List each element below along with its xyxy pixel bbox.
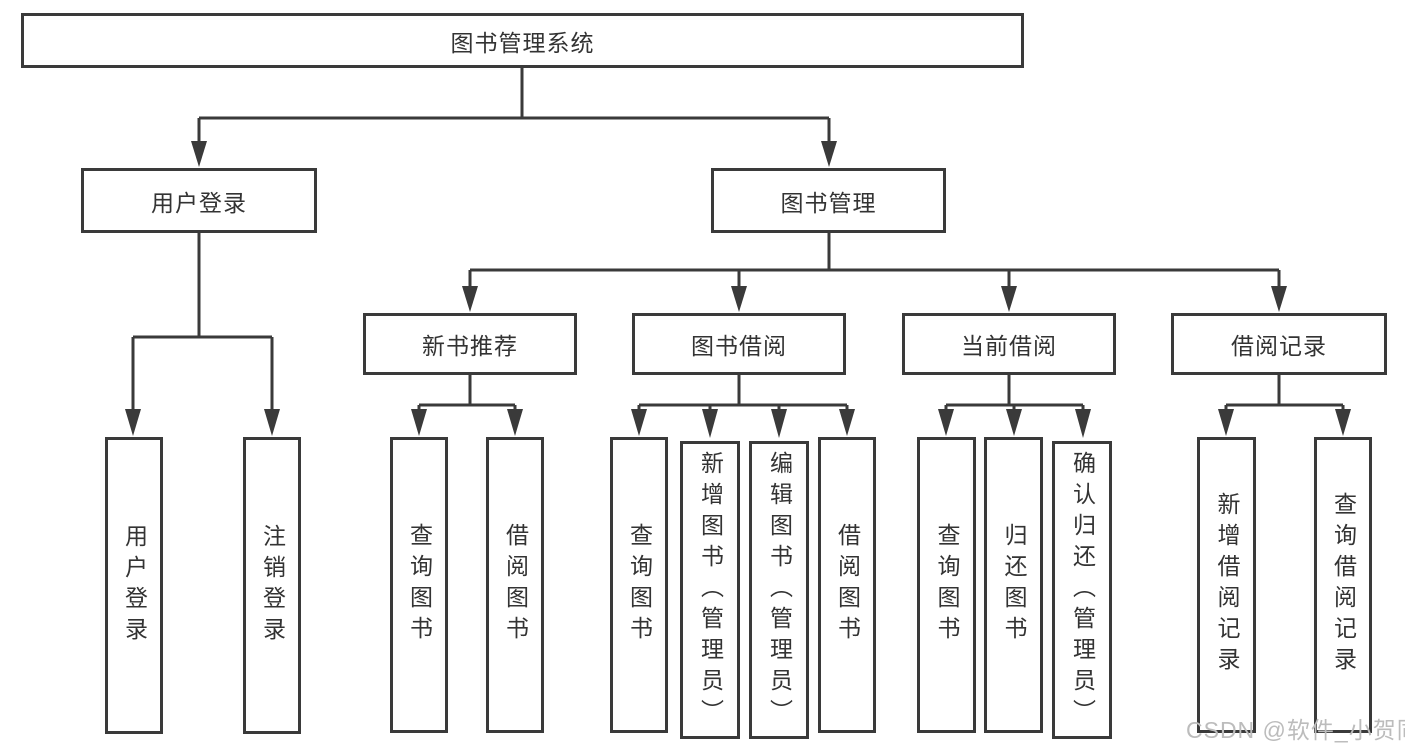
leaf-cb-query-books: 查询图书 — [917, 437, 976, 733]
leaf-rec-query-books-label: 查询图书 — [406, 523, 433, 647]
leaf-cb-confirm-return-admin-label: 确认归还（管理员） — [1069, 450, 1096, 730]
leaf-cb-confirm-return-admin: 确认归还（管理员） — [1052, 441, 1112, 739]
leaf-cb-return-books-label: 归还图书 — [1001, 523, 1027, 647]
connector-new-book-rec — [417, 375, 517, 414]
node-user-login: 用户登录 — [81, 168, 317, 233]
node-borrowing-records-label: 借阅记录 — [1231, 333, 1327, 359]
leaf-bb-borrow-books-label: 借阅图书 — [834, 523, 861, 647]
node-root-label: 图书管理系统 — [450, 29, 595, 56]
leaf-bb-borrow-books: 借阅图书 — [818, 437, 876, 733]
leaf-br-add-record-label: 新增借阅记录 — [1214, 492, 1240, 678]
node-root-library-system: 图书管理系统 — [21, 13, 1024, 68]
node-book-management-label: 图书管理 — [780, 189, 877, 216]
leaf-br-query-record: 查询借阅记录 — [1314, 437, 1372, 733]
leaf-bb-edit-books-admin: 编辑图书（管理员） — [749, 441, 809, 739]
node-new-book-recommend-label: 新书推荐 — [422, 333, 518, 359]
node-new-book-recommend: 新书推荐 — [363, 313, 577, 375]
node-borrowing-records: 借阅记录 — [1171, 313, 1387, 375]
connector-root — [197, 68, 831, 144]
node-user-login-label: 用户登录 — [151, 189, 247, 216]
node-book-management: 图书管理 — [711, 168, 946, 233]
leaf-bb-query-books: 查询图书 — [610, 437, 668, 733]
connector-book-borrow — [637, 375, 849, 414]
leaf-logout: 注销登录 — [243, 437, 301, 734]
leaf-logout-label: 注销登录 — [259, 523, 286, 648]
node-current-borrowing-label: 当前借阅 — [961, 333, 1057, 359]
leaf-user-login-label: 用户登录 — [121, 523, 148, 648]
leaf-rec-query-books: 查询图书 — [390, 437, 448, 733]
arrowheads — [125, 141, 1351, 438]
node-current-borrowing: 当前借阅 — [902, 313, 1116, 375]
leaf-bb-add-books-admin-label: 新增图书（管理员） — [697, 450, 724, 730]
leaf-cb-query-books-label: 查询图书 — [934, 523, 960, 647]
leaf-rec-borrow-books-label: 借阅图书 — [502, 523, 529, 647]
connector-borrow-records — [1224, 375, 1345, 414]
leaf-br-add-record: 新增借阅记录 — [1197, 437, 1256, 733]
leaf-user-login: 用户登录 — [105, 437, 163, 734]
connector-current-borrow — [944, 375, 1085, 414]
connector-book-mgmt — [468, 233, 1281, 290]
node-book-borrowing: 图书借阅 — [632, 313, 846, 375]
leaf-bb-query-books-label: 查询图书 — [626, 523, 653, 647]
leaf-br-query-record-label: 查询借阅记录 — [1330, 492, 1357, 678]
connector-user-login — [131, 233, 274, 414]
leaf-bb-add-books-admin: 新增图书（管理员） — [680, 441, 740, 739]
leaf-cb-return-books: 归还图书 — [984, 437, 1043, 733]
leaf-rec-borrow-books: 借阅图书 — [486, 437, 544, 733]
csdn-watermark: CSDN @软件_小贺同学 — [1186, 717, 1405, 743]
leaf-bb-edit-books-admin-label: 编辑图书（管理员） — [766, 450, 793, 730]
node-book-borrowing-label: 图书借阅 — [691, 333, 787, 359]
